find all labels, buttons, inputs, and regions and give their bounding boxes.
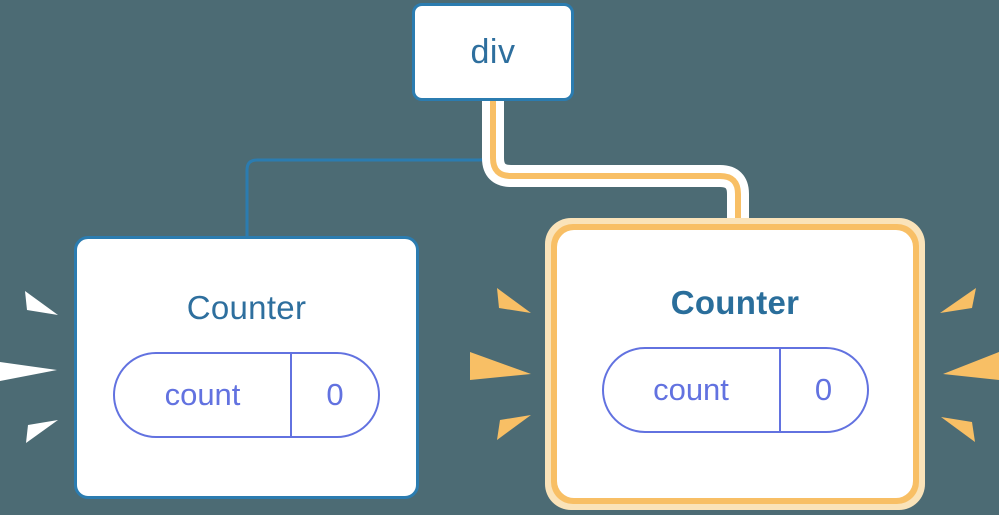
node-div-label: div	[470, 32, 516, 71]
spark-icon	[26, 420, 58, 443]
edge-div-to-counter-right	[490, 101, 741, 232]
spark-icon	[470, 352, 531, 380]
spark-icon	[497, 288, 531, 313]
state-pill-wrapper: count 0	[601, 347, 869, 433]
state-pill-wrapper: count 0	[113, 352, 380, 438]
spark-icon	[0, 362, 57, 381]
card-body: Counter count 0	[77, 239, 416, 496]
state-pill[interactable]: count 0	[601, 347, 869, 433]
edge-div-to-counter-left	[245, 101, 491, 236]
spark-group-middle-orange	[470, 288, 531, 440]
component-card-counter-right[interactable]: Counter count 0	[563, 236, 907, 492]
spark-icon	[943, 352, 999, 380]
spark-icon	[497, 415, 531, 440]
card-body: Counter count 0	[563, 236, 907, 492]
spark-group-left-white	[0, 291, 58, 443]
state-pill[interactable]: count 0	[113, 352, 380, 438]
spark-group-right-orange	[940, 288, 999, 442]
state-pill-divider	[778, 349, 781, 431]
component-card-ring-gap: Counter count 0	[557, 230, 913, 498]
state-value: 0	[814, 372, 833, 407]
state-value: 0	[326, 377, 344, 412]
component-title: Counter	[186, 289, 307, 326]
component-card-counter-left[interactable]: Counter count 0	[74, 236, 419, 499]
spark-icon	[941, 417, 975, 442]
state-key: count	[653, 372, 729, 407]
component-card-highlight-ring: Counter count 0	[551, 224, 919, 504]
edge-div-to-counter-right-halo	[482, 101, 749, 232]
spark-icon	[940, 288, 976, 313]
component-card-counter-right-glow: Counter count 0	[545, 218, 925, 510]
state-pill-divider	[290, 354, 292, 436]
component-title: Counter	[670, 284, 800, 321]
node-div[interactable]: div	[412, 3, 574, 101]
state-key: count	[164, 377, 241, 412]
spark-icon	[25, 291, 58, 315]
